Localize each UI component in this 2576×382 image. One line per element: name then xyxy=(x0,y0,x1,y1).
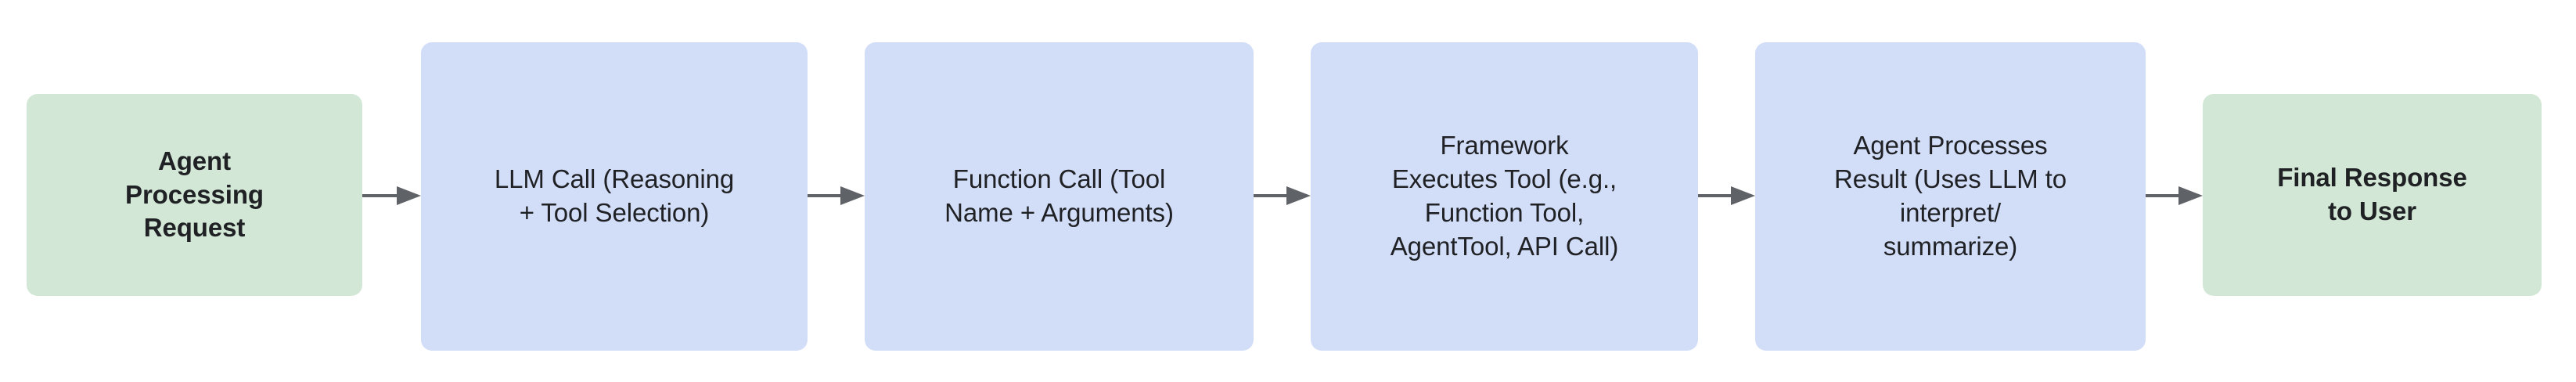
flow-node-label: Agent Processes Result (Uses LLM to inte… xyxy=(1833,131,2067,261)
flow-node-label: LLM Call (Reasoning + Tool Selection) xyxy=(494,164,735,227)
flow-node-label: Function Call (Tool Name + Arguments) xyxy=(944,164,1174,227)
flow-node-llm-call[interactable]: LLM Call (Reasoning + Tool Selection) xyxy=(421,42,808,351)
flow-arrow-right-icon xyxy=(808,186,865,205)
flow-node-agent-processes-result[interactable]: Agent Processes Result (Uses LLM to inte… xyxy=(1755,42,2146,351)
flow-node-label: Final Response to User xyxy=(2277,163,2467,225)
flow-node-label: Framework Executes Tool (e.g., Function … xyxy=(1390,131,1619,261)
flow-arrow-right-icon xyxy=(2146,186,2203,205)
flow-node-framework-executes-tool[interactable]: Framework Executes Tool (e.g., Function … xyxy=(1311,42,1698,351)
flow-node-label: Agent Processing Request xyxy=(125,146,264,243)
flow-arrow-right-icon xyxy=(1254,186,1311,205)
flow-node-final-response-to-user[interactable]: Final Response to User xyxy=(2203,94,2542,296)
flow-arrow-right-icon xyxy=(1698,186,1755,205)
flow-arrow-right-icon xyxy=(362,186,421,205)
flow-node-function-call[interactable]: Function Call (Tool Name + Arguments) xyxy=(865,42,1254,351)
flow-node-agent-processing-request[interactable]: Agent Processing Request xyxy=(27,94,362,296)
